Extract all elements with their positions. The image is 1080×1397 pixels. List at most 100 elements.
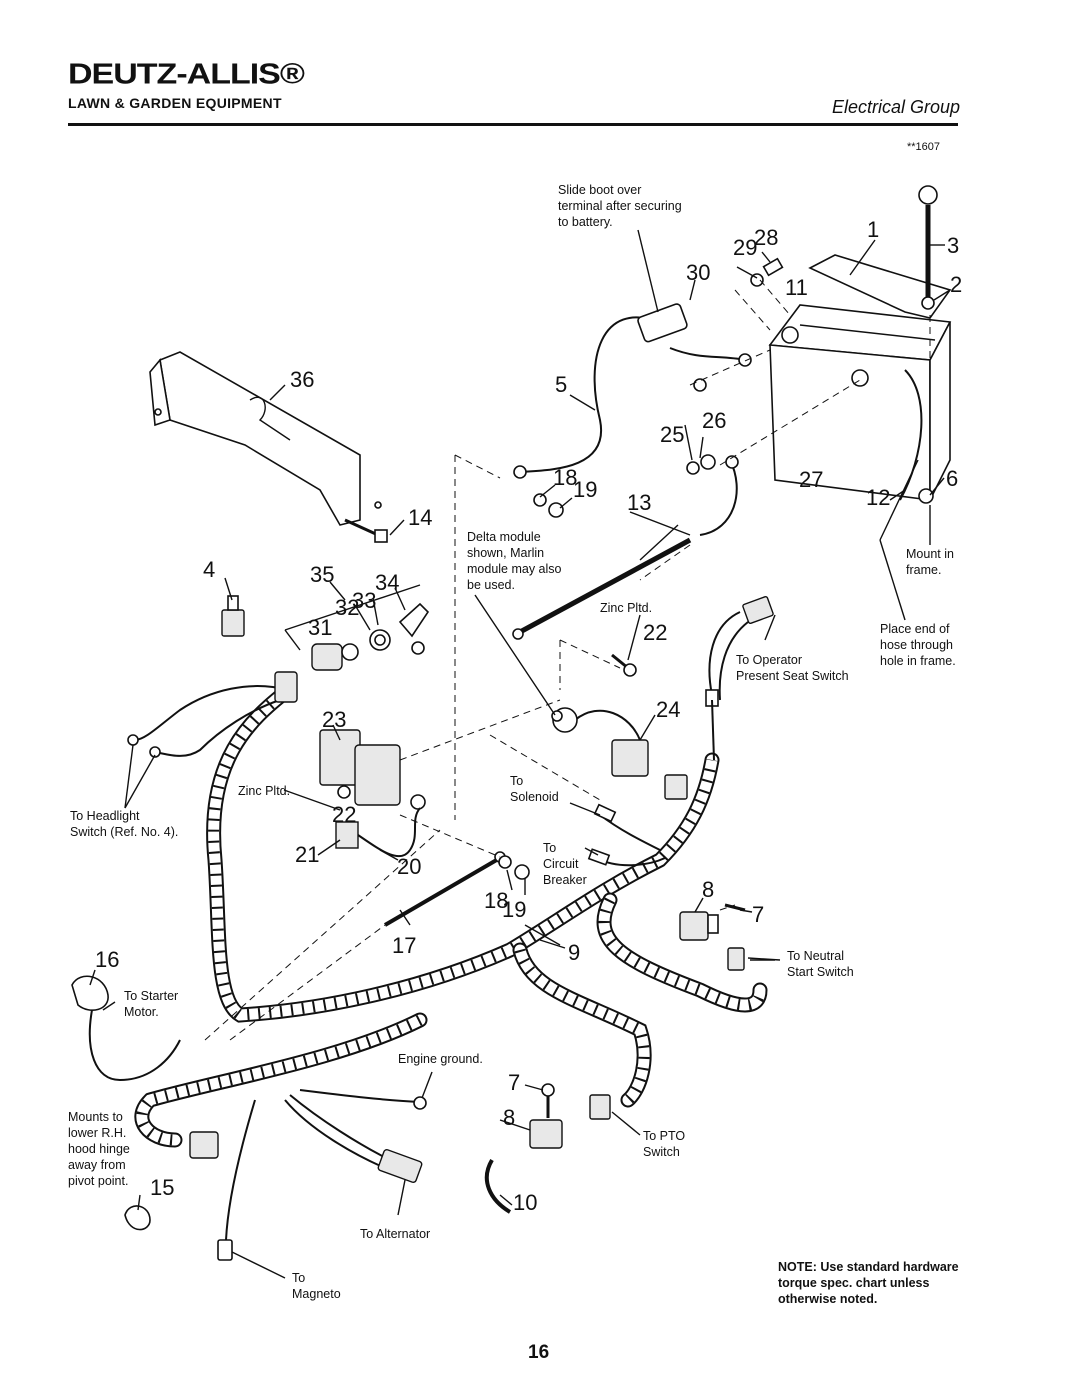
note-to-circuit: To Circuit Breaker: [543, 841, 587, 887]
pto-switch: [529, 1083, 563, 1149]
callout-15: 15: [150, 1175, 174, 1200]
callout-25: 25: [660, 422, 684, 447]
callout-19-upper: 19: [573, 477, 597, 502]
clip-15: [124, 1205, 151, 1231]
note-zinc-lower: Zinc Pltd.: [238, 784, 290, 798]
starter-lead: [88, 1009, 181, 1082]
callout-21: 21: [295, 842, 319, 867]
callout-numbers: 1 2 3 4 5 6 7 7 8 8 9 10 11 12 13 14 15 …: [95, 217, 962, 1215]
callout-35: 35: [310, 562, 334, 587]
headlight-connector: [274, 671, 298, 703]
j-bolt: [918, 185, 938, 305]
terminal-boot: [637, 303, 688, 343]
ground-cable: [518, 537, 692, 635]
callout-22-lower: 22: [332, 802, 356, 827]
vent-hose: [899, 369, 923, 501]
note-engine-ground: Engine ground.: [398, 1052, 483, 1066]
note-to-starter: To Starter Motor.: [124, 989, 182, 1019]
callout-22-upper: 22: [643, 620, 667, 645]
seat-harness-connector: [664, 774, 688, 800]
callout-18-upper: 18: [553, 465, 577, 490]
callout-11: 11: [785, 275, 808, 300]
washer-2: [921, 296, 935, 310]
callout-1: 1: [867, 217, 879, 242]
callout-5: 5: [555, 372, 567, 397]
callout-23: 23: [322, 707, 346, 732]
callout-7-upper: 7: [752, 902, 764, 927]
annotation-notes: Slide boot over terminal after securing …: [68, 183, 962, 1306]
pto-connector: [589, 1094, 611, 1120]
callout-4: 4: [203, 557, 215, 582]
callout-6: 6: [946, 466, 958, 491]
note-zinc-upper: Zinc Pltd.: [600, 601, 652, 615]
note-to-headlight: To Headlight Switch (Ref. No. 4).: [70, 809, 178, 839]
screw-14: [344, 518, 388, 543]
callout-29: 29: [733, 235, 757, 260]
headlight-lead-2: [154, 699, 281, 757]
seat-switch-connector: [705, 596, 774, 707]
callout-20: 20: [397, 854, 421, 879]
neutral-switch-connector: [727, 947, 745, 971]
callout-16: 16: [95, 947, 119, 972]
battery-cable-short: [669, 347, 746, 361]
callout-26: 26: [702, 408, 726, 433]
section-title: Electrical Group: [831, 97, 960, 117]
relay-21: [335, 807, 421, 858]
headlight-switch: [221, 595, 245, 637]
wiring-harness: [134, 682, 768, 1148]
page-number: 16: [528, 1342, 550, 1363]
solenoid: [319, 729, 426, 810]
neutral-switch: [679, 903, 746, 941]
ignition-switch: [311, 602, 430, 671]
brand-subtitle: LAWN & GARDEN EQUIPMENT: [68, 95, 282, 111]
note-to-operator: To Operator Present Seat Switch: [736, 653, 849, 683]
brand-logo: DEUTZ-ALLIS®: [68, 58, 305, 91]
magneto-lead: [225, 1099, 256, 1241]
callout-31: 31: [308, 615, 332, 640]
note-slide-boot: Slide boot over terminal after securing …: [558, 183, 685, 229]
note-delta-module: Delta module shown, Marlin module may al…: [467, 530, 565, 592]
callout-27: 27: [799, 467, 823, 492]
washer-19: [548, 502, 564, 518]
callout-8-lower: 8: [503, 1105, 515, 1130]
callout-2: 2: [950, 272, 962, 297]
hood-hinge-connector: [189, 1131, 219, 1159]
note-mounts-to: Mounts to lower R.H. hood hinge away fro…: [68, 1110, 133, 1188]
nut-18: [533, 493, 547, 507]
leader-lines: [89, 229, 951, 1279]
callout-9: 9: [568, 940, 580, 965]
callout-12: 12: [866, 485, 890, 510]
callout-34: 34: [375, 570, 399, 595]
callout-14: 14: [408, 505, 432, 530]
callout-30: 30: [686, 260, 710, 285]
battery-hold-down: [808, 254, 952, 319]
note-place-end: Place end of hose through hole in frame.: [880, 622, 956, 668]
note-to-alternator: To Alternator: [360, 1227, 430, 1241]
callout-3: 3: [947, 233, 959, 258]
callout-24: 24: [656, 697, 680, 722]
engine-ground-lead: [299, 1089, 421, 1103]
note-mount-in-frame: Mount in frame.: [906, 547, 957, 577]
battery: [768, 304, 952, 501]
delta-module: [551, 707, 649, 777]
callout-13: 13: [627, 490, 651, 515]
assembly-lines: [204, 279, 931, 1041]
note-footnote: NOTE: Use standard hardware torque spec.…: [778, 1260, 962, 1306]
callout-8-upper: 8: [702, 877, 714, 902]
positive-cable: [519, 316, 661, 473]
headlight-lead: [134, 685, 289, 741]
note-to-pto: To PTO Switch: [643, 1129, 689, 1159]
callout-17: 17: [392, 933, 416, 958]
note-to-magneto: To Magneto: [292, 1271, 341, 1301]
starter-boot: [71, 975, 109, 1011]
wire-17: [383, 856, 502, 927]
nut-25: [693, 378, 707, 392]
screw-22: [611, 653, 637, 677]
callout-19-lower: 19: [502, 897, 526, 922]
washer-19-lower: [514, 864, 530, 880]
nut-6: [918, 488, 934, 504]
note-to-neutral: To Neutral Start Switch: [787, 949, 854, 979]
callout-10: 10: [513, 1190, 537, 1215]
battery-bolt: [750, 257, 784, 287]
callout-18-lower: 18: [484, 888, 508, 913]
